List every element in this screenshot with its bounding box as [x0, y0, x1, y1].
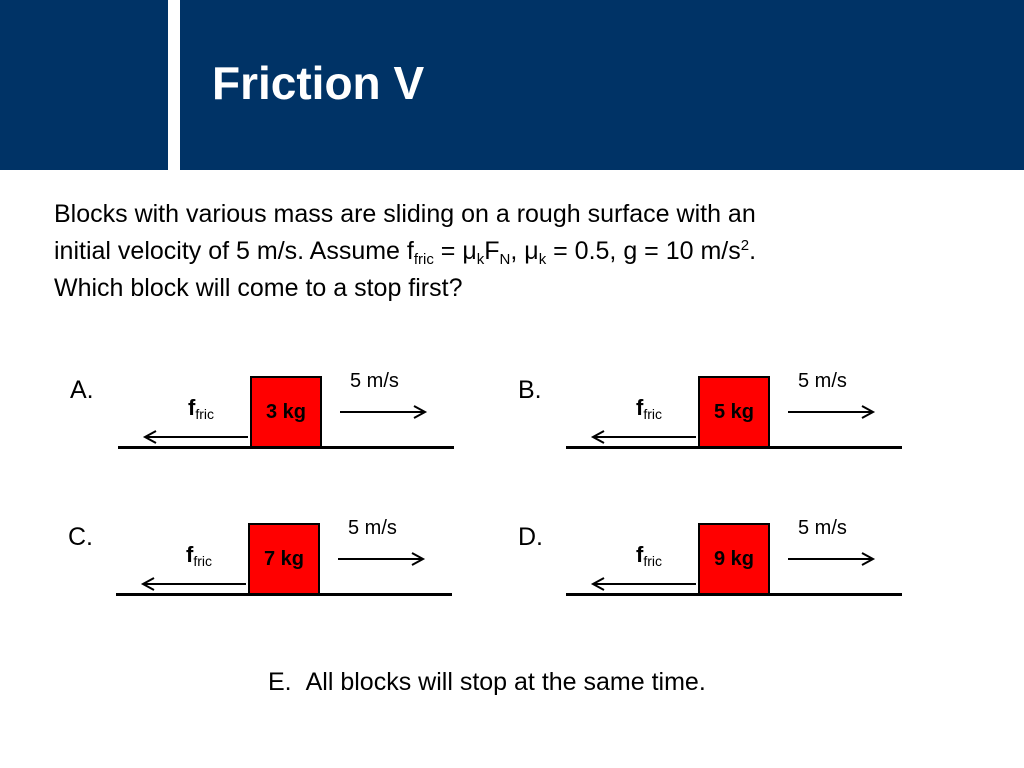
q-superscript: 2	[740, 237, 750, 254]
q-text: F	[484, 237, 500, 265]
option-e: E. All blocks will stop at the same time.	[268, 668, 706, 697]
q-subscript: N	[499, 251, 511, 268]
friction-arrow-icon	[140, 577, 246, 591]
option-d: D. 9 kg 5 m/s ffric	[518, 517, 938, 643]
option-a: A. 3 kg 5 m/s ffric	[70, 370, 490, 496]
q-text: = 0.5, g = 10 m/s	[546, 237, 741, 265]
option-letter: D.	[518, 523, 543, 551]
velocity-label: 5 m/s	[798, 517, 847, 539]
friction-arrow-icon	[590, 430, 696, 444]
option-letter: B.	[518, 376, 542, 404]
q-text: initial velocity of 5 m/s. Assume f	[54, 237, 414, 265]
velocity-label: 5 m/s	[348, 517, 397, 539]
friction-label: ffric	[636, 395, 662, 421]
q-subscript: k	[476, 251, 485, 268]
option-letter: A.	[70, 376, 94, 404]
slide-header: Friction V	[0, 0, 1024, 170]
friction-symbol: f	[188, 395, 196, 420]
header-main-panel	[180, 0, 1024, 170]
friction-arrow-icon	[142, 430, 248, 444]
mass-block: 7 kg	[248, 523, 320, 595]
mass-block: 3 kg	[250, 376, 322, 448]
header-side-panel	[0, 0, 168, 170]
friction-subscript: fric	[195, 406, 214, 422]
velocity-arrow-icon	[340, 405, 428, 419]
option-b: B. 5 kg 5 m/s ffric	[518, 370, 938, 496]
friction-symbol: f	[636, 542, 644, 567]
mass-block: 9 kg	[698, 523, 770, 595]
velocity-arrow-icon	[788, 405, 876, 419]
friction-arrow-icon	[590, 577, 696, 591]
slide-title: Friction V	[212, 57, 425, 109]
q-text: = μ	[433, 237, 477, 265]
question-line-3: Which block will come to a stop first?	[54, 274, 463, 302]
question-line-2: initial velocity of 5 m/s. Assume ffric …	[54, 233, 974, 270]
friction-subscript: fric	[643, 406, 662, 422]
friction-symbol: f	[636, 395, 644, 420]
option-e-text: All blocks will stop at the same time.	[305, 668, 706, 696]
friction-symbol: f	[186, 542, 194, 567]
velocity-arrow-icon	[788, 552, 876, 566]
q-subscript: fric	[413, 251, 434, 268]
mass-block: 5 kg	[698, 376, 770, 448]
friction-subscript: fric	[193, 553, 212, 569]
velocity-label: 5 m/s	[798, 370, 847, 392]
q-subscript: k	[538, 251, 547, 268]
q-text: , μ	[510, 237, 539, 265]
option-letter: E.	[268, 668, 292, 696]
velocity-label: 5 m/s	[350, 370, 399, 392]
q-text: .	[749, 237, 757, 265]
option-letter: C.	[68, 523, 93, 551]
question-line-1: Blocks with various mass are sliding on …	[54, 200, 756, 228]
friction-subscript: fric	[643, 553, 662, 569]
friction-label: ffric	[636, 542, 662, 568]
friction-label: ffric	[186, 542, 212, 568]
velocity-arrow-icon	[338, 552, 426, 566]
friction-label: ffric	[188, 395, 214, 421]
option-c: C. 7 kg 5 m/s ffric	[68, 517, 488, 643]
question-text: Blocks with various mass are sliding on …	[54, 196, 974, 307]
